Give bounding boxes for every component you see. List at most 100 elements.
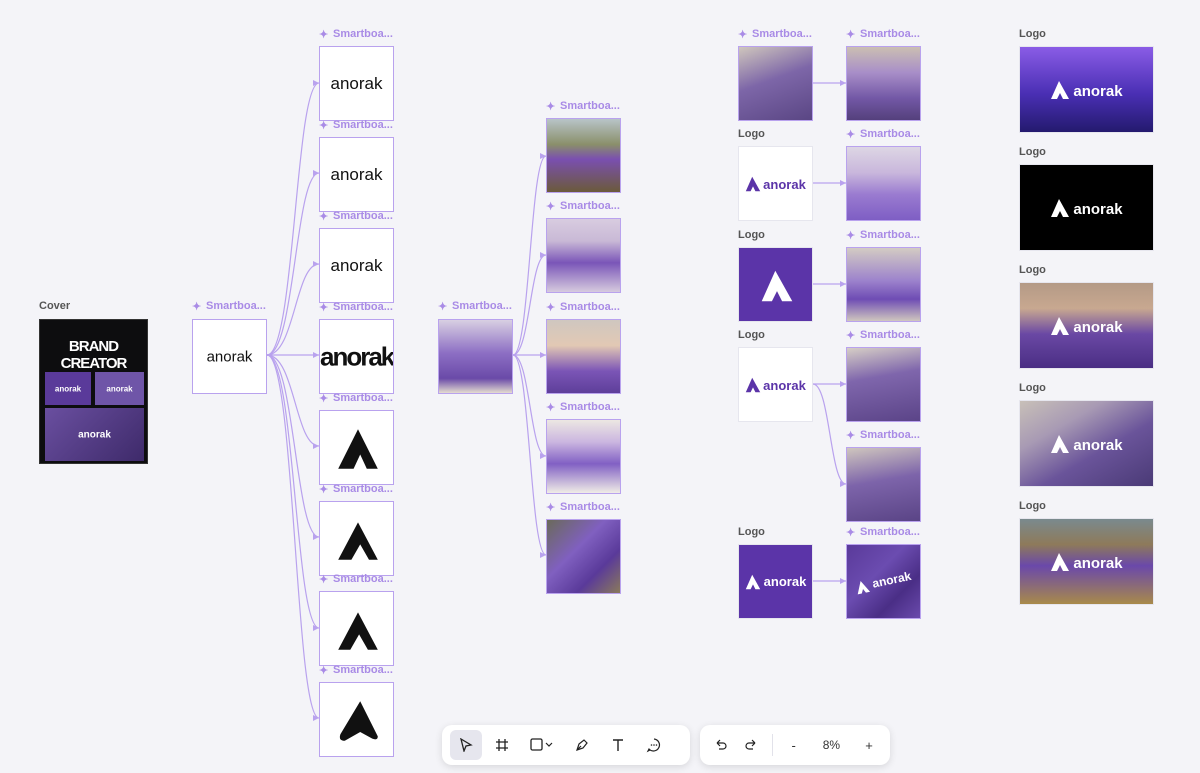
- smartboard-label: ✦Smartboa...: [846, 526, 920, 539]
- logo-mockup-frame[interactable]: anorak: [1019, 400, 1154, 487]
- anorak-logo: anorak: [1020, 316, 1153, 336]
- frame-icon: [496, 739, 508, 751]
- comment-tool-button[interactable]: [638, 730, 670, 760]
- wordmark-variant-frame[interactable]: [319, 682, 394, 757]
- smartboard-icon: ✦: [319, 665, 329, 677]
- smartboard-icon: ✦: [192, 301, 202, 313]
- a-logomark-icon: [338, 522, 378, 560]
- smartboard-label: ✦Smartboa...: [192, 300, 266, 313]
- a-logomark-icon: [339, 701, 378, 741]
- anorak-a-icon: [745, 377, 761, 392]
- smartboard-icon: ✦: [319, 211, 329, 223]
- logo-mockup-frame[interactable]: anorak: [1019, 46, 1154, 133]
- cap-photo-frame[interactable]: [846, 247, 921, 322]
- smartboard-label: ✦Smartboa...: [319, 28, 393, 41]
- cover-tile: anorak: [95, 372, 144, 405]
- shape-tool-button[interactable]: [522, 730, 562, 760]
- wordmark: anorak: [320, 341, 394, 371]
- smartboard-icon: ✦: [546, 201, 556, 213]
- select-tool-button[interactable]: [450, 730, 482, 760]
- anorak-a-icon: [1051, 316, 1070, 335]
- logo-frame[interactable]: anorak: [738, 544, 813, 619]
- wordmark-variant-frame[interactable]: [319, 501, 394, 576]
- wordmark-variant-frame[interactable]: anorak: [319, 46, 394, 121]
- zoom-in-button[interactable]: +: [865, 737, 873, 753]
- logo-label: Logo: [738, 526, 765, 538]
- jacket-photo-frame[interactable]: [546, 419, 621, 494]
- smartboard-icon: ✦: [846, 430, 856, 442]
- smartboard-icon: ✦: [438, 301, 448, 313]
- hood-photo-frame[interactable]: [846, 447, 921, 522]
- a-logomark-icon: [338, 612, 378, 650]
- anorak-logo: anorak: [847, 567, 920, 597]
- cursor-icon: [460, 738, 473, 752]
- wordmark: anorak: [206, 348, 253, 365]
- logo-mockup-frame[interactable]: anorak: [1019, 282, 1154, 369]
- smartboard-label: ✦Smartboa...: [319, 119, 393, 132]
- zoom-level[interactable]: 8%: [822, 738, 841, 752]
- cover-frame[interactable]: BRAND CREATOR anorak anorak anorak: [39, 319, 148, 464]
- smartboard-icon: ✦: [319, 29, 329, 41]
- jacket-photo-frame[interactable]: [846, 146, 921, 221]
- frame-tool-button[interactable]: [486, 730, 518, 760]
- logo-frame[interactable]: anorak: [738, 347, 813, 422]
- jacket-photo: [847, 147, 920, 220]
- smartboard-label: ✦Smartboa...: [546, 401, 620, 414]
- jacket-photo: [547, 520, 620, 593]
- hood-photo-frame[interactable]: [846, 46, 921, 121]
- logo-label: Logo: [1019, 500, 1046, 512]
- smartboard-label: ✦Smartboa...: [546, 501, 620, 514]
- hood-photo-frame[interactable]: [846, 347, 921, 422]
- jacket-photo-frame[interactable]: [546, 118, 621, 193]
- smartboard-icon: ✦: [546, 302, 556, 314]
- root-wordmark-frame[interactable]: anorak: [192, 319, 267, 394]
- smartboard-label: ✦Smartboa...: [319, 664, 393, 677]
- cover-tile: anorak: [45, 372, 91, 405]
- anorak-a-icon: [858, 580, 871, 594]
- redo-button[interactable]: [738, 730, 764, 760]
- text-tool-button[interactable]: [602, 730, 634, 760]
- jacket-photo-frame[interactable]: [546, 519, 621, 594]
- hood-photo-frame[interactable]: [738, 46, 813, 121]
- anorak-logo: anorak: [739, 176, 812, 192]
- jacket-photo-frame[interactable]: [546, 218, 621, 293]
- anorak-logo: anorak: [739, 377, 812, 393]
- undo-button[interactable]: [708, 730, 734, 760]
- smartboard-icon: ✦: [846, 29, 856, 41]
- wordmark: anorak: [330, 164, 383, 184]
- wordmark-variant-frame[interactable]: anorak: [319, 137, 394, 212]
- rectangle-icon: [530, 738, 553, 751]
- pen-tool-button[interactable]: [566, 730, 598, 760]
- smartboard-label: ✦Smartboa...: [846, 28, 920, 41]
- jacket-photo-frame[interactable]: [438, 319, 513, 394]
- logo-label: Logo: [738, 229, 765, 241]
- wordmark-variant-frame[interactable]: anorak: [319, 228, 394, 303]
- wordmark-variant-frame[interactable]: [319, 591, 394, 666]
- logo-label: Logo: [1019, 146, 1046, 158]
- hood-photo: [847, 47, 920, 120]
- comment-icon: [646, 738, 660, 753]
- anorak-logo: anorak: [1020, 80, 1153, 100]
- wordmark-variant-frame[interactable]: [319, 410, 394, 485]
- fabric-photo-frame[interactable]: anorak: [846, 544, 921, 619]
- jacket-photo-frame[interactable]: [546, 319, 621, 394]
- smartboard-label: ✦Smartboa...: [438, 300, 512, 313]
- smartboard-label: ✦Smartboa...: [846, 429, 920, 442]
- smartboard-icon: ✦: [738, 29, 748, 41]
- logo-mockup-frame[interactable]: anorak: [1019, 518, 1154, 605]
- logo-label: Logo: [1019, 264, 1046, 276]
- anorak-a-icon: [1051, 434, 1070, 453]
- smartboard-label: ✦Smartboa...: [319, 573, 393, 586]
- logo-mockup-frame[interactable]: anorak: [1019, 164, 1154, 251]
- logo-frame[interactable]: [738, 247, 813, 322]
- smartboard-label: ✦Smartboa...: [319, 392, 393, 405]
- anorak-logo: anorak: [739, 574, 812, 590]
- cover-title: BRAND CREATOR: [60, 338, 128, 372]
- jacket-photo: [547, 119, 620, 192]
- zoom-out-button[interactable]: -: [791, 737, 796, 753]
- wordmark-variant-frame[interactable]: anorak: [319, 319, 394, 394]
- smartboard-label: ✦Smartboa...: [738, 28, 812, 41]
- logo-label: Logo: [738, 128, 765, 140]
- text-icon: [613, 739, 623, 751]
- logo-frame[interactable]: anorak: [738, 146, 813, 221]
